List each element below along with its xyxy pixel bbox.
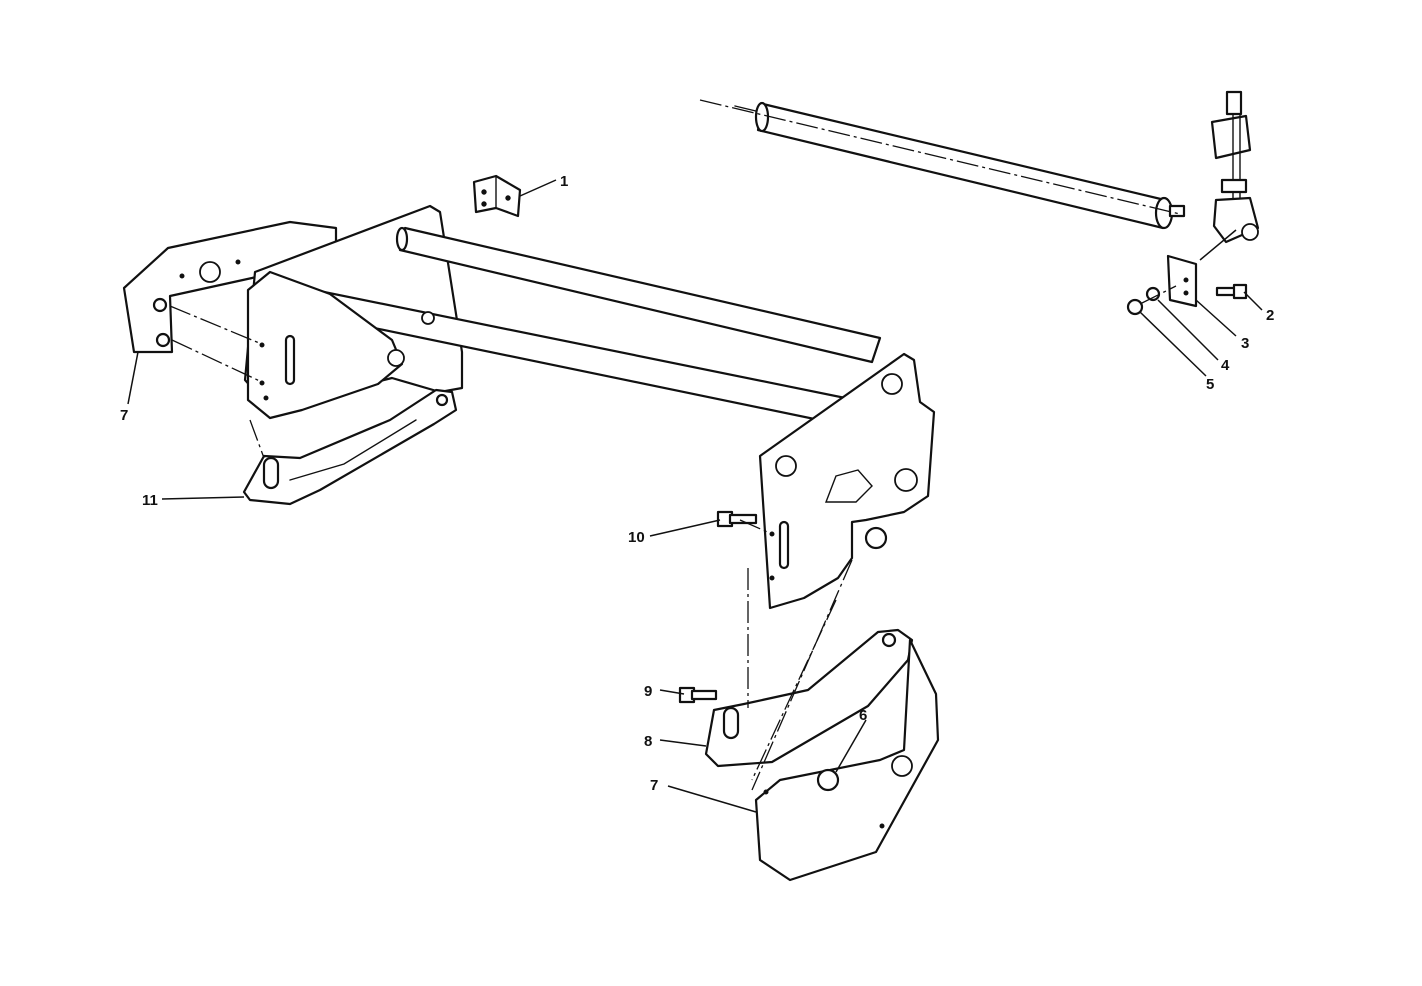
frame-side-plate-right (758, 352, 936, 610)
callout-2: 2 (1266, 307, 1274, 324)
nut-5 (1126, 298, 1144, 316)
callout-7-right: 7 (650, 777, 658, 794)
callout-3: 3 (1241, 335, 1249, 352)
callouts: 1 2 3 4 5 6 7 7 8 9 10 11 (120, 173, 1274, 794)
bracket-7-right (754, 638, 940, 882)
callout-6: 6 (859, 707, 867, 724)
callout-9: 9 (644, 683, 652, 700)
bracket-8 (704, 628, 914, 768)
frame-side-plate-left (246, 270, 435, 420)
callout-11: 11 (142, 492, 158, 509)
roller (699, 99, 1186, 230)
bracket-1 (472, 174, 522, 218)
callout-7-left: 7 (120, 407, 128, 424)
bracket-3 (1166, 254, 1198, 308)
callout-1: 1 (560, 173, 568, 190)
assembly-centerlines (169, 285, 1177, 791)
callout-10: 10 (628, 529, 645, 546)
screw-10 (716, 510, 758, 528)
callout-8: 8 (644, 733, 652, 750)
leader-lines (127, 179, 1263, 813)
bracket-11 (242, 388, 458, 506)
screw-9 (678, 686, 718, 704)
adjuster-assembly (1199, 90, 1260, 261)
callout-4: 4 (1221, 357, 1230, 374)
callout-5: 5 (1206, 376, 1214, 393)
screw-2 (1215, 283, 1248, 300)
